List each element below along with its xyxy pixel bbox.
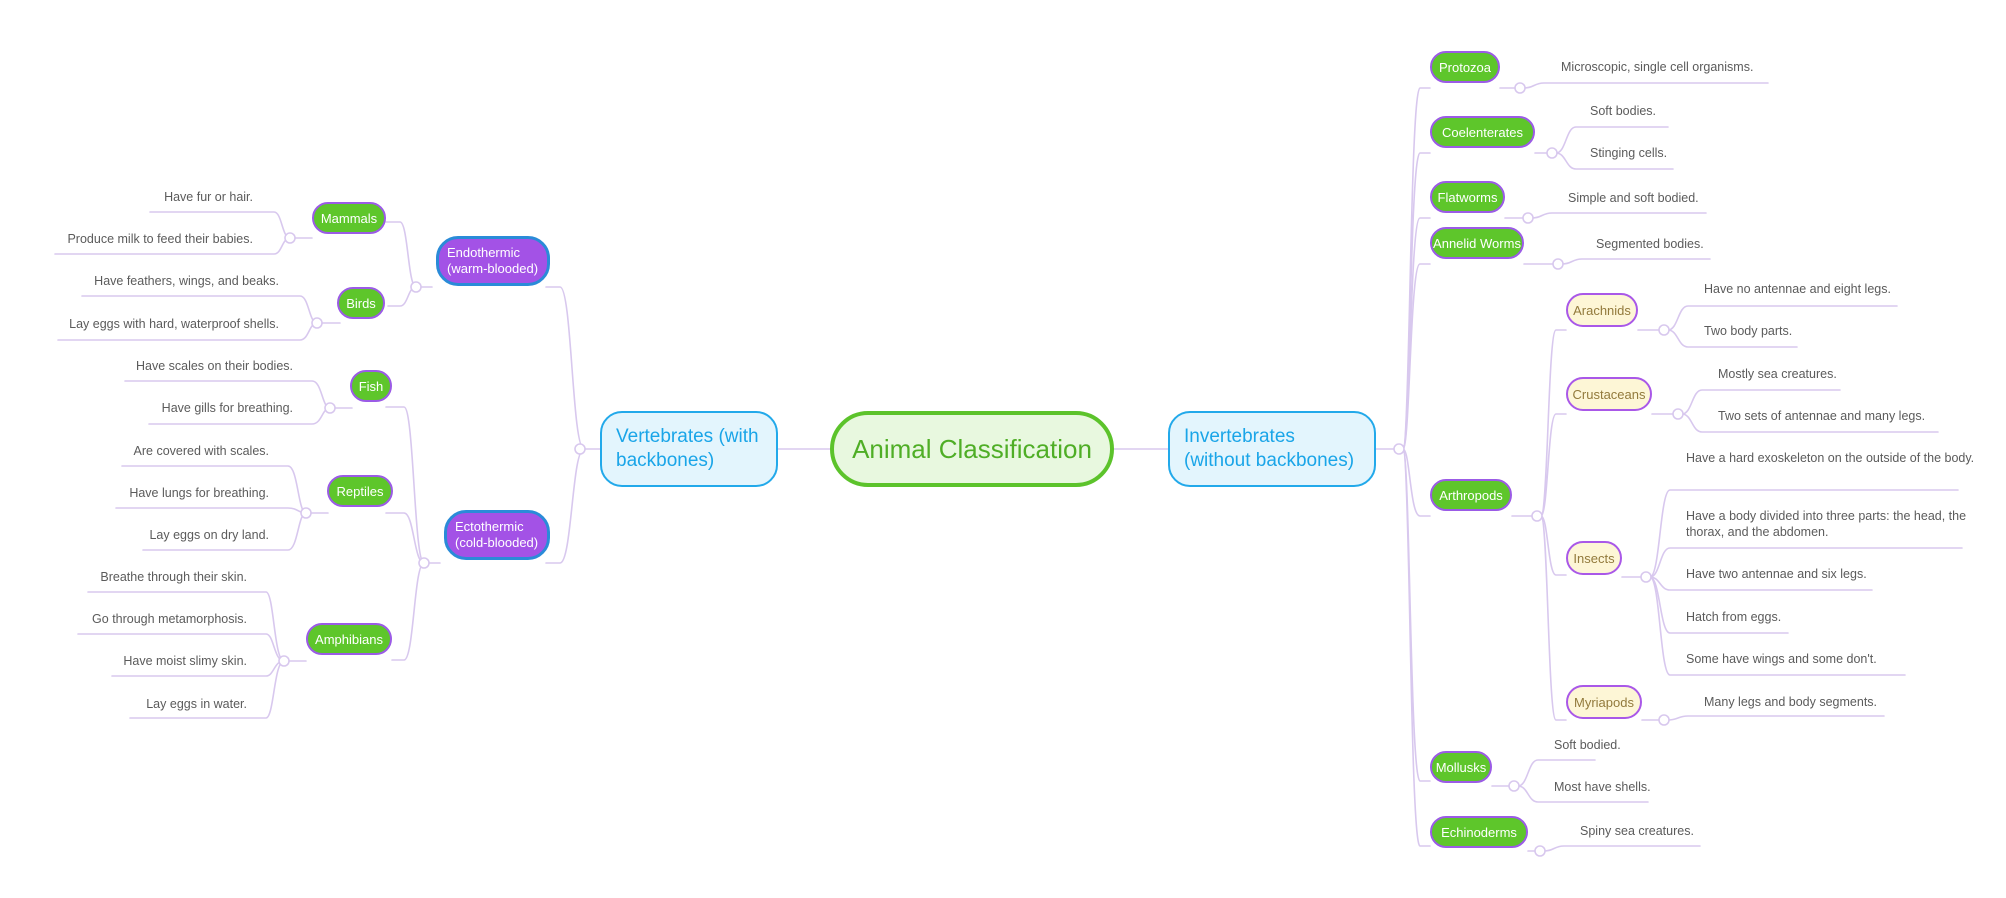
category-arthropods[interactable]: Arthropods: [1430, 479, 1512, 511]
subgroup-arachnids[interactable]: Arachnids: [1566, 293, 1638, 327]
fact-arachnids-2: Two body parts.: [1704, 324, 1793, 338]
fact-insects-2: Have a body divided into three parts: th…: [1686, 509, 1967, 539]
category-mammals[interactable]: Mammals: [312, 202, 386, 234]
category-echinoderms[interactable]: Echinoderms: [1430, 816, 1528, 848]
fact-reptiles-1: Are covered with scales.: [133, 444, 269, 458]
fact-birds-1: Have feathers, wings, and beaks.: [94, 274, 279, 288]
category-coelenterates[interactable]: Coelenterates: [1430, 116, 1535, 148]
root-node[interactable]: Animal Classification: [830, 411, 1114, 487]
fact-mammals-2: Produce milk to feed their babies.: [67, 232, 253, 246]
category-protozoa[interactable]: Protozoa: [1430, 51, 1500, 83]
category-reptiles[interactable]: Reptiles: [327, 475, 393, 507]
vertebrates-node[interactable]: Vertebrates (with backbones): [600, 411, 778, 487]
category-annelid-worms[interactable]: Annelid Worms: [1430, 227, 1524, 259]
fact-crustaceans-1: Mostly sea creatures.: [1718, 367, 1837, 381]
fact-insects-1: Have a hard exoskeleton on the outside o…: [1686, 451, 1975, 465]
fact-arachnids-1: Have no antennae and eight legs.: [1704, 282, 1891, 296]
fact-reptiles-3: Lay eggs on dry land.: [149, 528, 269, 542]
fact-coelenterates-2: Stinging cells.: [1590, 146, 1668, 160]
category-fish[interactable]: Fish: [350, 370, 392, 402]
fact-mammals-1: Have fur or hair.: [164, 190, 253, 204]
fact-insects-3: Have two antennae and six legs.: [1686, 567, 1867, 581]
category-mollusks[interactable]: Mollusks: [1430, 751, 1492, 783]
fact-insects-4: Hatch from eggs.: [1686, 610, 1782, 624]
fact-protozoa-1: Microscopic, single cell organisms.: [1561, 60, 1754, 74]
category-amphibians[interactable]: Amphibians: [306, 623, 392, 655]
endothermic-node[interactable]: Endothermic (warm-blooded): [436, 236, 550, 286]
fact-insects-5: Some have wings and some don't.: [1686, 652, 1877, 666]
fact-flatworms-1: Simple and soft bodied.: [1568, 191, 1699, 205]
subgroup-crustaceans[interactable]: Crustaceans: [1566, 377, 1652, 411]
fact-amphibians-1: Breathe through their skin.: [100, 570, 247, 584]
fact-coelenterates-1: Soft bodies.: [1590, 104, 1657, 118]
subgroup-insects[interactable]: Insects: [1566, 541, 1622, 575]
fact-amphibians-3: Have moist slimy skin.: [123, 654, 247, 668]
fact-myriapods-1: Many legs and body segments.: [1704, 695, 1878, 709]
category-birds[interactable]: Birds: [337, 287, 385, 319]
fact-mollusks-1: Soft bodied.: [1554, 738, 1621, 752]
ectothermic-node[interactable]: Ectothermic (cold-blooded): [444, 510, 550, 560]
fact-crustaceans-2: Two sets of antennae and many legs.: [1718, 409, 1926, 423]
category-flatworms[interactable]: Flatworms: [1430, 181, 1505, 213]
fact-mollusks-2: Most have shells.: [1554, 780, 1651, 794]
fact-fish-2: Have gills for breathing.: [161, 401, 293, 415]
invertebrates-node[interactable]: Invertebrates (without backbones): [1168, 411, 1376, 487]
fact-amphibians-4: Lay eggs in water.: [146, 697, 247, 711]
fact-fish-1: Have scales on their bodies.: [135, 359, 293, 373]
fact-amphibians-2: Go through metamorphosis.: [92, 612, 247, 626]
fact-annelid-1: Segmented bodies.: [1596, 237, 1704, 251]
fact-reptiles-2: Have lungs for breathing.: [129, 486, 269, 500]
subgroup-myriapods[interactable]: Myriapods: [1566, 685, 1642, 719]
fact-echinoderms-1: Spiny sea creatures.: [1580, 824, 1694, 838]
fact-birds-2: Lay eggs with hard, waterproof shells.: [69, 317, 279, 331]
